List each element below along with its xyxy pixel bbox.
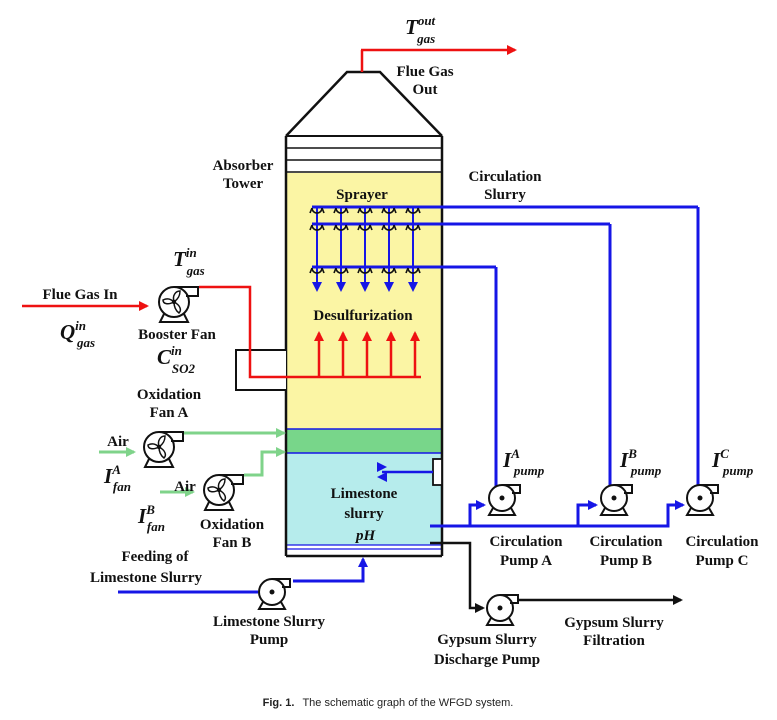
agitator: [377, 458, 443, 486]
oxidation-fan-a-icon: [143, 431, 184, 468]
flue-gas-out-label-2: Out: [412, 82, 437, 98]
circulation-slurry-label-1: Circulation: [468, 169, 542, 185]
absorber-label-1: Absorber: [213, 158, 274, 174]
limestone-slurry-pump-icon: [258, 578, 291, 610]
circulation-pump-c-label-1: Circulation: [685, 534, 759, 550]
booster-fan-icon: [158, 286, 199, 323]
circulation-pump-b-icon: [600, 484, 633, 516]
tower-roof: [285, 70, 443, 137]
circulation-slurry-label-2: Slurry: [484, 187, 526, 203]
circulation-pump-a-icon: [488, 484, 521, 516]
flue-gas-duct: [199, 285, 421, 379]
oxidation-zone: [286, 429, 442, 453]
spray-lances: [312, 207, 418, 292]
circulation-pump-c-label-2: Pump C: [696, 553, 749, 569]
gas-rise-arrows: [314, 331, 420, 377]
slurry-tank-zone: [286, 453, 442, 545]
gypsum-discharge-pump-icon: [486, 594, 519, 626]
oxidation-fan-b-icon: [203, 474, 244, 511]
sprayer-system: [118, 205, 700, 594]
circulation-pump-c-icon: [686, 484, 719, 516]
flue-gas-out-label-1: Flue Gas: [396, 64, 453, 80]
gas-inlet-duct: [235, 349, 286, 391]
circulation-pump-b-label-2: Pump B: [600, 553, 652, 569]
limestone-slurry-label-1: Limestone: [331, 486, 398, 502]
oxidation-fan-a-label-2: Fan A: [150, 405, 189, 421]
gypsum-lines: [430, 541, 683, 613]
limestone-pump-label-1: Limestone Slurry: [213, 614, 326, 630]
absorber-label-2: Tower: [223, 176, 264, 192]
flue-gas-in-label: Flue Gas In: [42, 287, 118, 303]
sprayer-label: Sprayer: [336, 187, 388, 203]
gypsum-pump-label-2: Discharge Pump: [434, 652, 540, 668]
limestone-slurry-label-2: slurry: [344, 506, 384, 522]
figure-caption: Fig. 1.The schematic graph of the WFGD s…: [263, 697, 514, 709]
oxidation-fan-a-label-1: Oxidation: [137, 387, 202, 403]
air-lines: [99, 428, 286, 497]
gypsum-pump-label-1: Gypsum Slurry: [437, 632, 537, 648]
flue-gas-lines: [22, 45, 517, 379]
feeding-label-1: Feeding of: [121, 549, 189, 565]
air-a-label: Air: [107, 434, 129, 450]
ph-label: pH: [354, 528, 377, 544]
gypsum-filtration-label-2: Filtration: [583, 633, 645, 649]
circulation-pump-a-label-2: Pump A: [500, 553, 552, 569]
circulation-pump-a-label-1: Circulation: [489, 534, 563, 550]
circulation-pump-b-label-1: Circulation: [589, 534, 663, 550]
limestone-pump-label-2: Pump: [250, 632, 288, 648]
oxidation-fan-b-label-2: Fan B: [213, 535, 252, 551]
gypsum-filtration-label-1: Gypsum Slurry: [564, 615, 664, 631]
oxidation-fan-b-label-1: Oxidation: [200, 517, 265, 533]
booster-fan-label: Booster Fan: [138, 327, 216, 343]
feeding-label-2: Limestone Slurry: [90, 570, 203, 586]
air-b-label: Air: [174, 479, 196, 495]
desulfurization-label: Desulfurization: [313, 308, 413, 324]
